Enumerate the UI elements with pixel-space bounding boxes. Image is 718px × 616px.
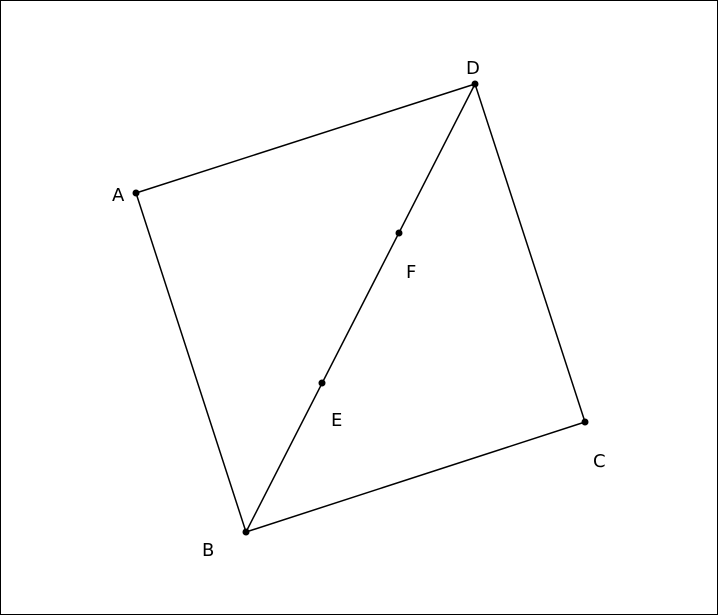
point-E xyxy=(318,379,326,387)
point-F xyxy=(395,229,403,237)
label-B: B xyxy=(202,540,214,561)
label-F: F xyxy=(406,262,416,283)
segment-BC xyxy=(245,421,586,533)
label-D: D xyxy=(466,58,480,79)
label-E: E xyxy=(331,410,342,431)
segment-AB xyxy=(135,192,247,533)
point-A xyxy=(132,189,140,197)
label-C: C xyxy=(593,451,606,472)
segment-CD xyxy=(474,83,586,423)
point-D xyxy=(471,80,479,88)
point-B xyxy=(242,528,250,536)
label-A: A xyxy=(112,185,125,206)
segment-DA xyxy=(135,83,476,194)
point-C xyxy=(581,418,589,426)
segment-BD xyxy=(245,83,476,533)
